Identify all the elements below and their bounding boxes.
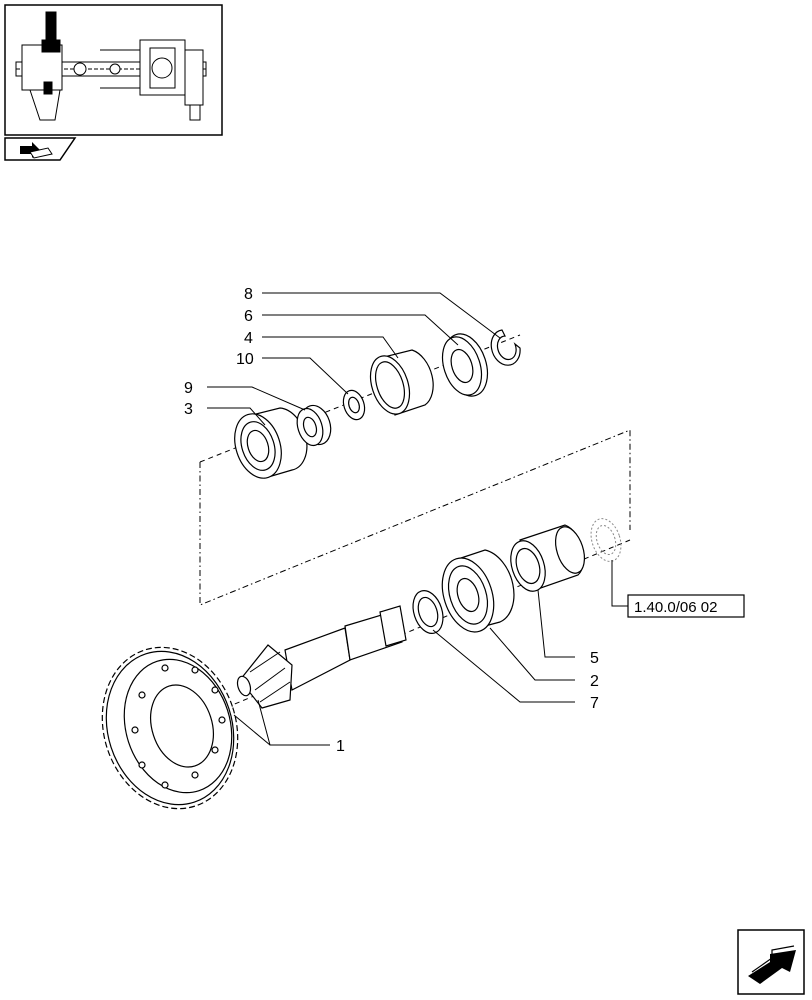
part-2-bearing[interactable] bbox=[433, 549, 515, 639]
arrow-to-book-icon bbox=[20, 142, 53, 159]
reference-shim-ghost bbox=[590, 518, 622, 562]
callout-10: 10 bbox=[236, 351, 254, 368]
reference-box[interactable]: 1.40.0/06 02 bbox=[611, 560, 745, 618]
next-page-button[interactable] bbox=[737, 929, 805, 995]
thumb-badge[interactable] bbox=[4, 137, 77, 161]
part-3-bearing[interactable] bbox=[227, 407, 308, 484]
part-8-circlip[interactable] bbox=[490, 329, 521, 366]
part-4-bearing-cup[interactable] bbox=[364, 349, 434, 419]
part-9-ring-nut[interactable] bbox=[293, 402, 336, 449]
callout-4: 4 bbox=[244, 330, 253, 347]
callout-2: 2 bbox=[590, 673, 599, 690]
callout-1: 1 bbox=[336, 738, 345, 755]
part-1-bevel-gear-set[interactable] bbox=[82, 605, 407, 826]
callout-5: 5 bbox=[590, 650, 599, 667]
reference-label: 1.40.0/06 02 bbox=[634, 599, 717, 616]
next-page-arrow-icon bbox=[748, 945, 796, 984]
callout-9: 9 bbox=[184, 380, 193, 397]
axle-assembly-thumbnail-icon bbox=[15, 11, 207, 121]
part-7-shim[interactable] bbox=[408, 587, 448, 637]
callout-6: 6 bbox=[244, 308, 253, 325]
assembly-outline bbox=[199, 429, 631, 606]
callout-7: 7 bbox=[590, 695, 599, 712]
part-6-bearing[interactable] bbox=[436, 328, 495, 401]
part-10-lock-washer[interactable] bbox=[340, 388, 368, 423]
callout-8: 8 bbox=[244, 286, 253, 303]
leader-lines bbox=[207, 292, 575, 746]
callout-3: 3 bbox=[184, 401, 193, 418]
part-5-spacer[interactable] bbox=[505, 523, 590, 596]
axle-thumbnail[interactable] bbox=[4, 4, 223, 136]
